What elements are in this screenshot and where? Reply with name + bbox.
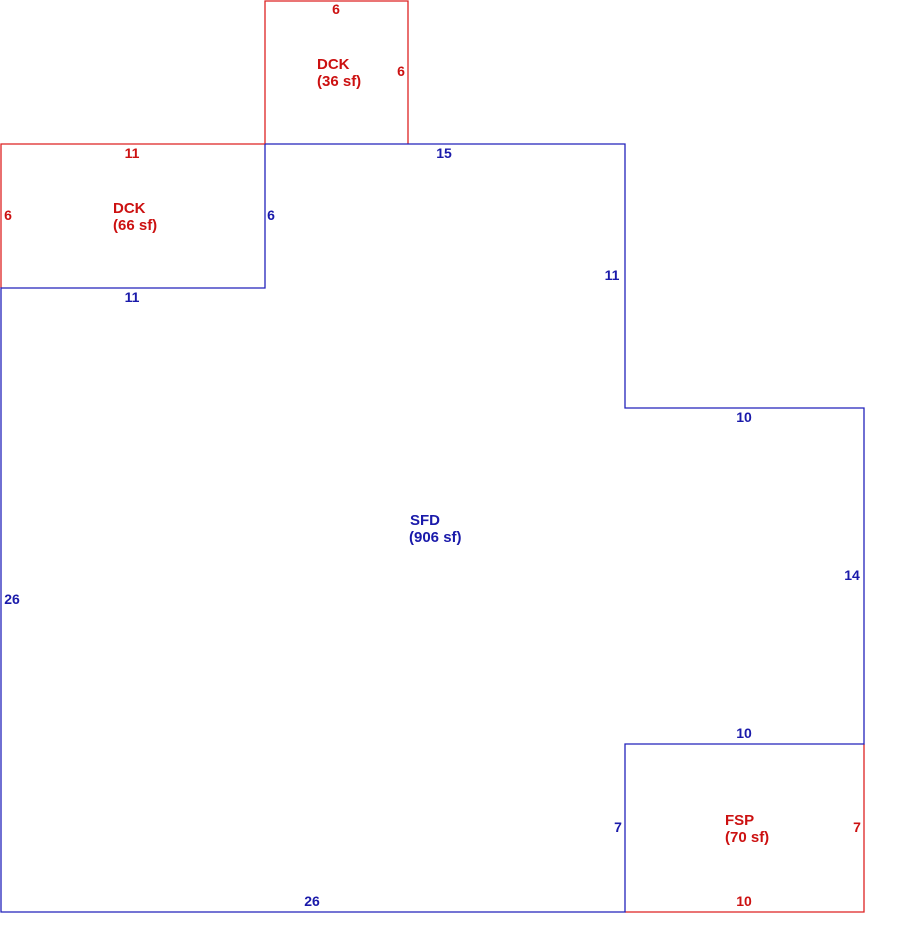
dck-top-outline [264, 0, 409, 144]
dim-dck-top-right: 6 [397, 63, 405, 79]
dim-fsp-left: 7 [614, 819, 622, 835]
dck-left-area: (66 sf) [113, 217, 157, 234]
dim-dck-left-left: 6 [4, 207, 12, 223]
dim-dck-left-top: 11 [125, 145, 140, 161]
fsp-name: FSP [725, 812, 754, 829]
fsp-outline [625, 744, 865, 913]
sfd-area: (906 sf) [409, 529, 462, 546]
dim-sfd-left: 26 [4, 591, 20, 607]
dim-fsp-bottom: 10 [736, 893, 752, 909]
dim-fsp-right: 7 [853, 819, 861, 835]
dim-dck-left-right: 6 [267, 207, 275, 223]
dck-top-area: (36 sf) [317, 73, 361, 90]
sfd-outline [0, 143, 865, 913]
dim-dck-left-bottom: 11 [125, 289, 140, 305]
dck-left-outline [0, 143, 265, 288]
dim-sfd-lower-right: 14 [844, 567, 860, 583]
dim-fsp-top: 10 [736, 725, 752, 741]
dim-sfd-upper-right: 11 [605, 267, 620, 283]
dim-sfd-top: 15 [436, 145, 452, 161]
sfd-name: SFD [410, 512, 440, 529]
dim-dck-top-top: 6 [332, 1, 340, 17]
dim-sfd-bottom: 26 [304, 893, 320, 909]
house-outlines [0, 143, 865, 913]
fsp-area: (70 sf) [725, 829, 769, 846]
dck-left-name: DCK [113, 200, 146, 217]
dim-sfd-step: 10 [736, 409, 752, 425]
dck-top-name: DCK [317, 56, 350, 73]
addition-outlines [0, 0, 865, 913]
